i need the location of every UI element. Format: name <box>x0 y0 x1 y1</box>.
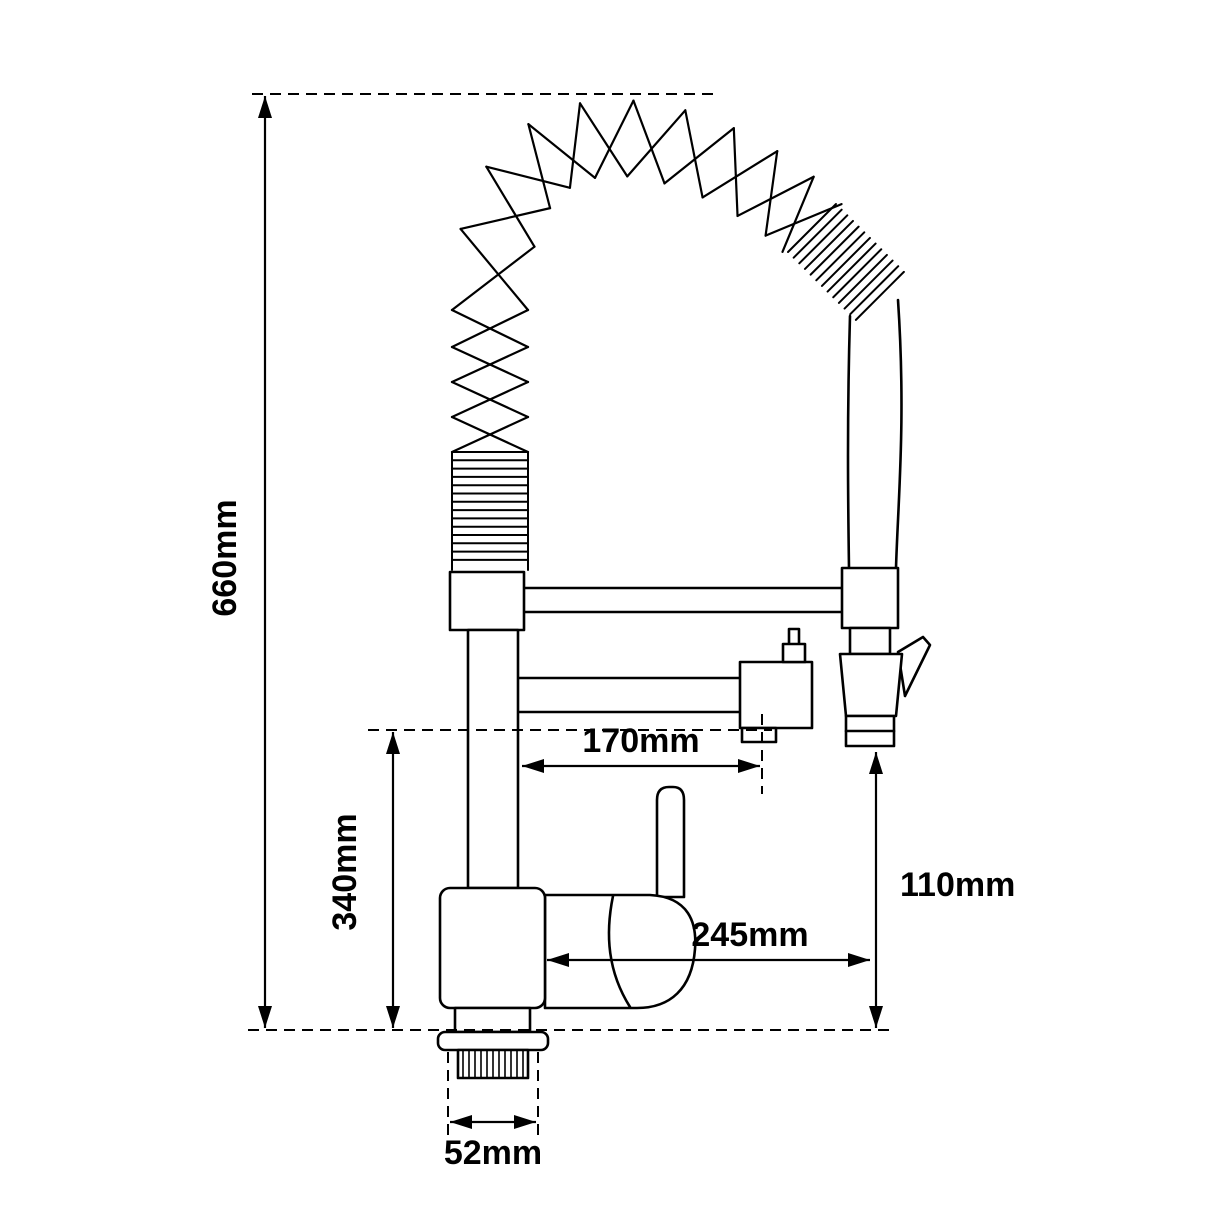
dim-base-width: 52mm <box>444 1115 542 1172</box>
pull-out-hose-right-edge <box>894 298 903 570</box>
spray-trigger-lever <box>896 635 932 698</box>
hose-holder-block <box>840 566 900 630</box>
dim-overall-height: 660mm <box>206 96 272 1028</box>
spray-head-body <box>838 652 904 718</box>
dim-spray-head-clearance: 110mm <box>869 752 1015 1028</box>
riser-column <box>466 628 520 890</box>
pull-out-hose-left-edge <box>846 314 852 570</box>
dim-spout-outlet-height-label: 340mm <box>326 813 364 930</box>
handle-lever <box>655 785 686 899</box>
dim-base-width-label: 52mm <box>444 1134 542 1172</box>
spray-collar <box>848 626 892 656</box>
diverter-block <box>738 660 814 730</box>
diverter-knob-stem <box>787 627 801 647</box>
dense-coil-left <box>451 451 529 571</box>
dim-spray-head-clearance-label: 110mm <box>900 866 1015 904</box>
base-neck <box>453 1006 532 1034</box>
handle-base-curve <box>607 894 632 1009</box>
dim-handle-reach-label: 245mm <box>691 916 808 954</box>
dim-handle-reach: 245mm <box>547 916 870 967</box>
mixer-body <box>438 886 547 1010</box>
dimension-annotations: 660mm 340mm 170mm 245mm 110mm 52mm <box>206 93 1015 1172</box>
dense-coil-right <box>787 203 905 321</box>
riser-connector-block <box>448 570 526 632</box>
faucet-drawing <box>436 99 932 1080</box>
dim-spout-reach: 170mm <box>522 722 760 773</box>
handle-base <box>543 893 697 1010</box>
dim-spout-outlet-height: 340mm <box>326 732 400 1028</box>
spout-outlet <box>740 726 778 744</box>
spring-spout-coil <box>450 99 843 454</box>
mounting-flange <box>436 1030 550 1052</box>
shank-threads <box>462 1050 524 1078</box>
diverter-knob <box>781 642 807 664</box>
dim-spout-reach-label: 170mm <box>582 722 699 760</box>
dim-overall-height-label: 660mm <box>206 499 244 616</box>
